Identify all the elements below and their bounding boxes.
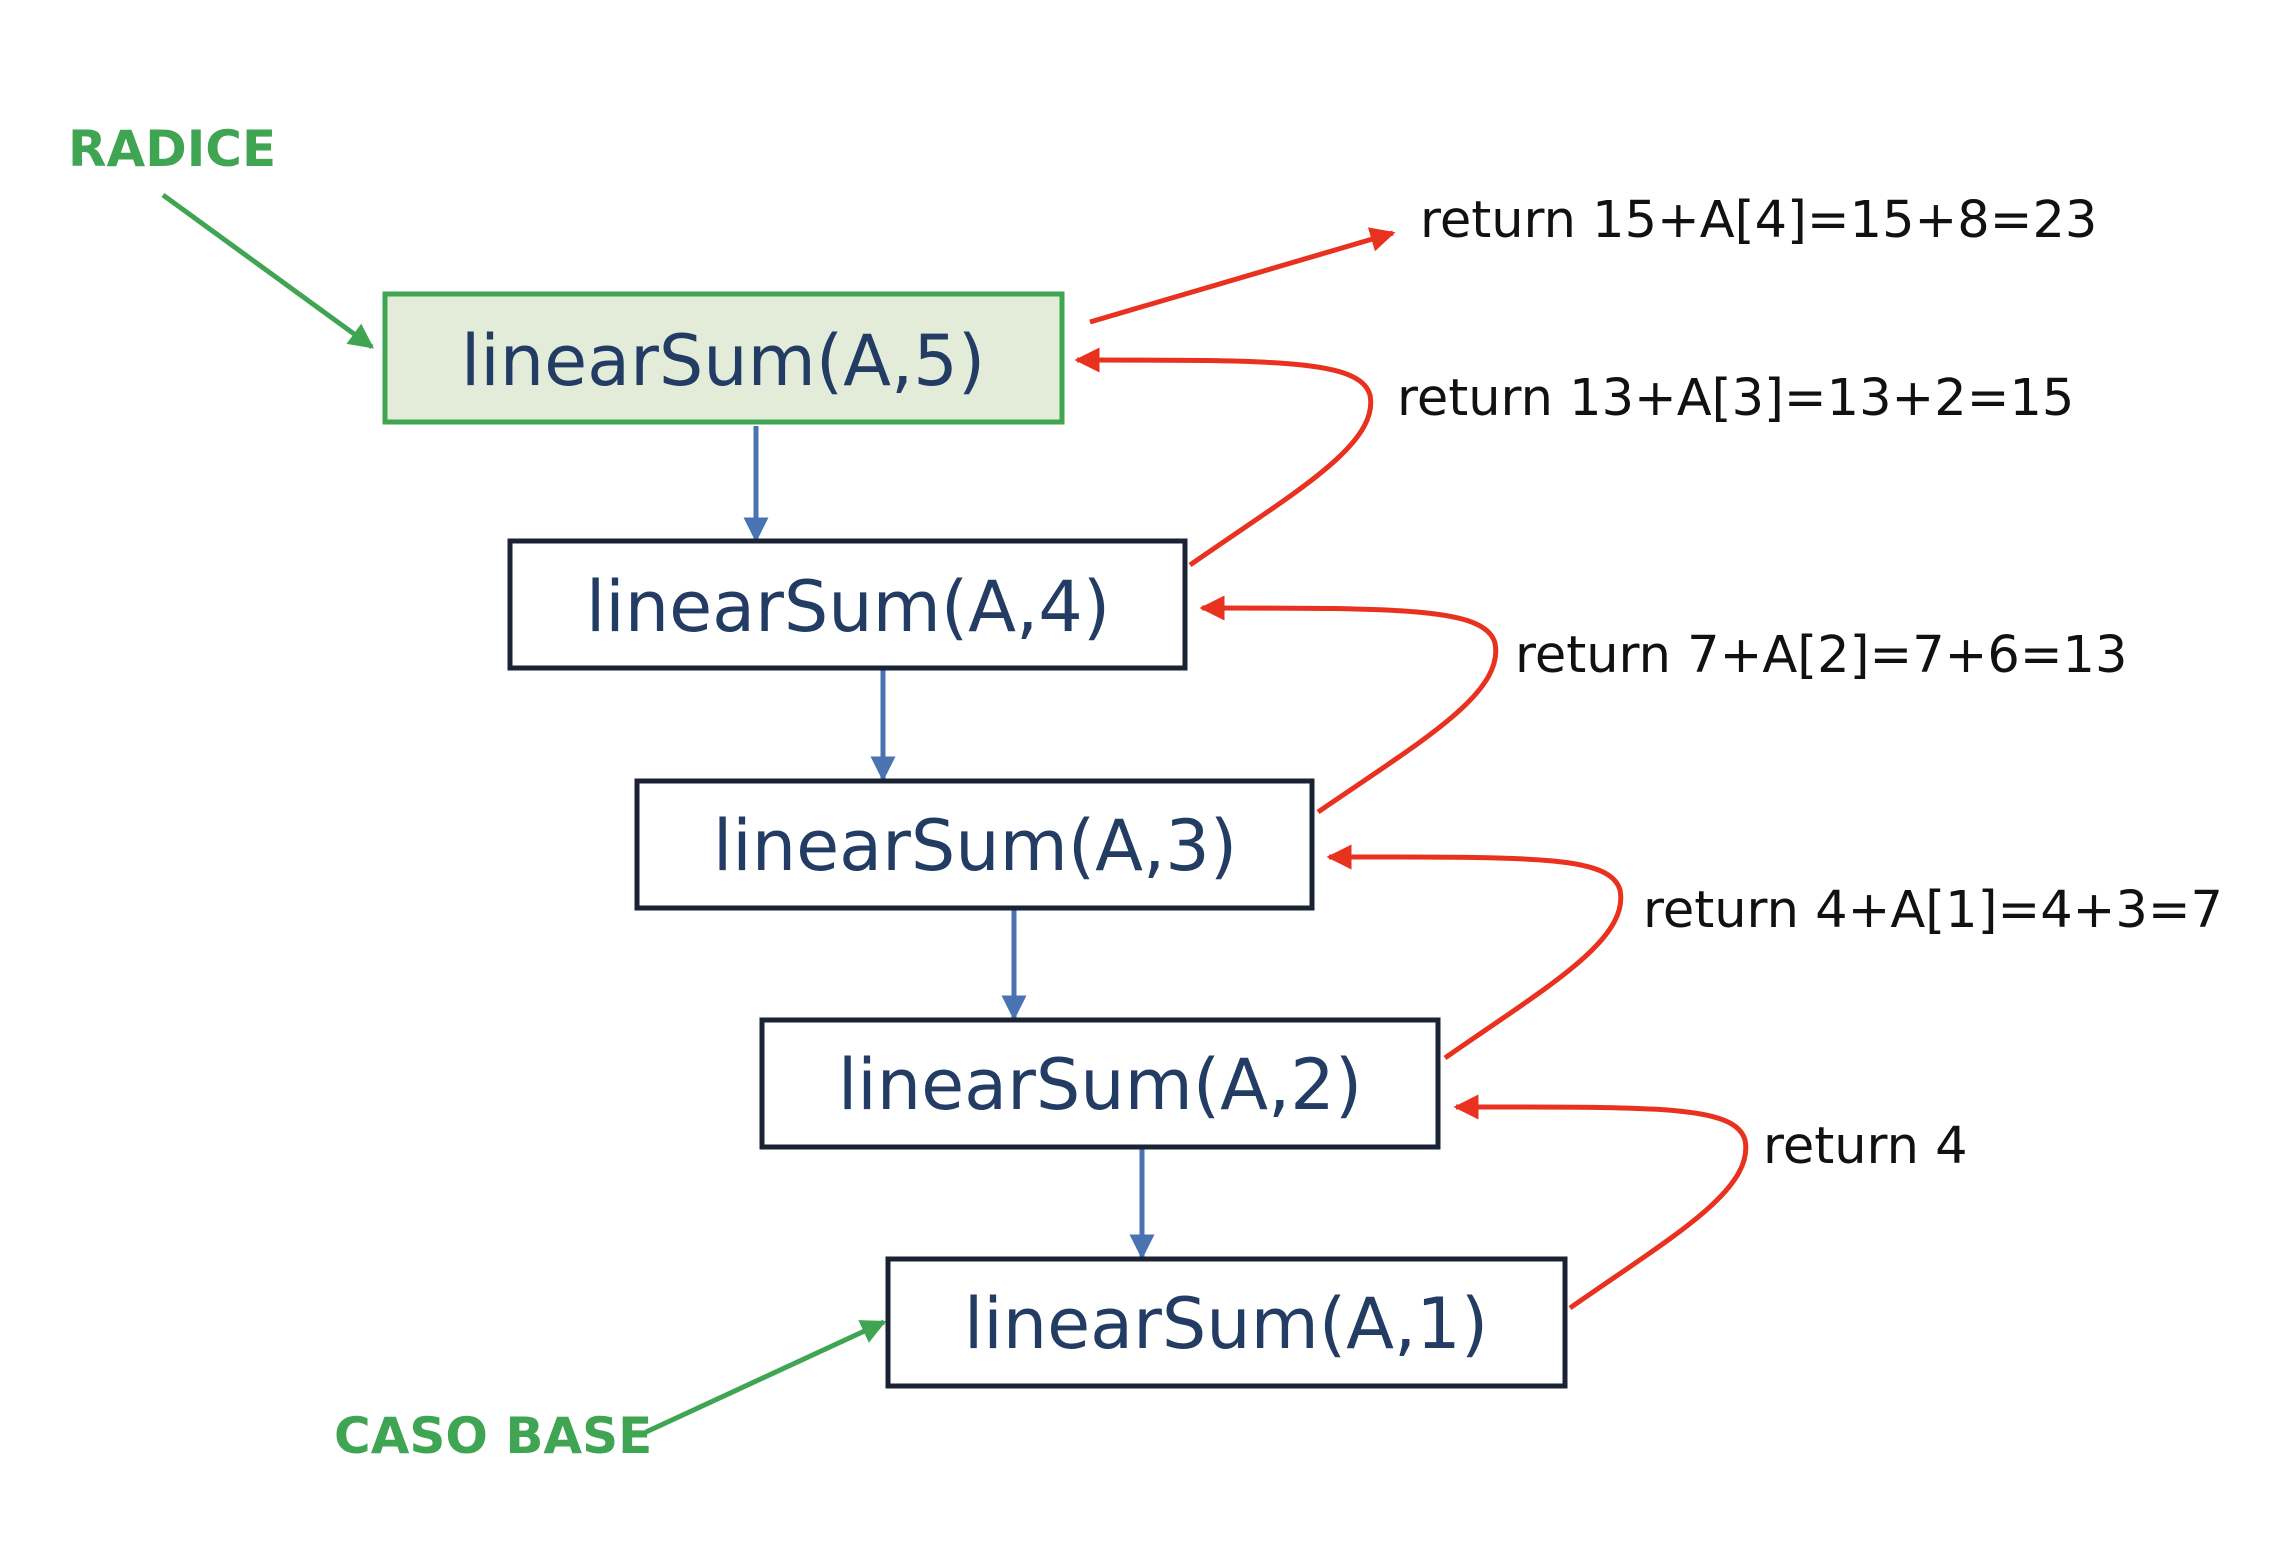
node-linearsum-3: linearSum(A,3) bbox=[634, 778, 1315, 911]
return-arrow-final bbox=[1089, 227, 1396, 325]
node-linearsum-2: linearSum(A,2) bbox=[759, 1017, 1441, 1150]
node-label: linearSum(A,4) bbox=[586, 566, 1110, 648]
root-annotation: RADICE bbox=[68, 120, 276, 178]
return-label-4: return 13+A[3]=13+2=15 bbox=[1397, 369, 2074, 428]
base-annotation: CASO BASE bbox=[334, 1407, 652, 1465]
node-linearsum-5: linearSum(A,5) bbox=[382, 291, 1065, 425]
root-pointer-arrow bbox=[161, 192, 375, 350]
base-pointer-arrow bbox=[644, 1319, 887, 1435]
return-label-2: return 4+A[1]=4+3=7 bbox=[1643, 881, 2223, 940]
return-arrow-2-to-3 bbox=[1326, 844, 1624, 1061]
node-label: linearSum(A,2) bbox=[838, 1044, 1362, 1126]
return-arrow-1-to-2 bbox=[1453, 1094, 1749, 1311]
node-label: linearSum(A,1) bbox=[964, 1283, 1488, 1365]
return-label-3: return 7+A[2]=7+6=13 bbox=[1515, 626, 2127, 685]
return-label-final: return 15+A[4]=15+8=23 bbox=[1420, 191, 2097, 250]
return-arrow-4-to-5 bbox=[1074, 347, 1374, 568]
return-arrow-3-to-4 bbox=[1199, 595, 1499, 815]
node-linearsum-4: linearSum(A,4) bbox=[507, 538, 1188, 671]
node-label: linearSum(A,3) bbox=[713, 805, 1237, 887]
return-label-1: return 4 bbox=[1763, 1117, 1968, 1176]
node-linearsum-1: linearSum(A,1) bbox=[885, 1256, 1568, 1389]
node-label: linearSum(A,5) bbox=[461, 320, 985, 402]
